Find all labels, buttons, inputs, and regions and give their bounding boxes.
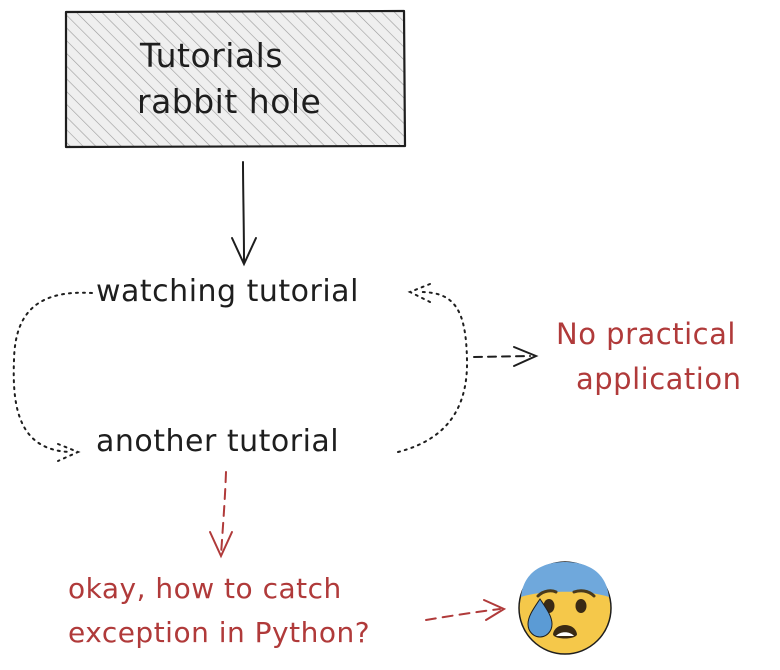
node-watching-tutorial: watching tutorial (96, 274, 359, 309)
anxious-face-with-sweat-icon (518, 561, 612, 655)
start-box-label-line2: rabbit hole (137, 82, 322, 121)
loop-arrow-left (12, 291, 93, 462)
arrow-question-to-emoji (425, 599, 507, 621)
start-box (64, 9, 407, 149)
arrow-another-to-question (209, 471, 233, 559)
node-no-practical-line1: No practical (556, 317, 736, 351)
arrow-to-no-practical (473, 346, 539, 367)
start-box-label-line1: Tutorials (140, 36, 284, 75)
node-question-line2: exception in Python? (68, 616, 371, 649)
arrow-start-to-watching (231, 161, 257, 267)
loop-arrow-right (397, 283, 469, 453)
node-another-tutorial: another tutorial (96, 424, 340, 459)
node-no-practical-line2: application (576, 362, 742, 396)
node-question-line1: okay, how to catch (68, 572, 342, 605)
